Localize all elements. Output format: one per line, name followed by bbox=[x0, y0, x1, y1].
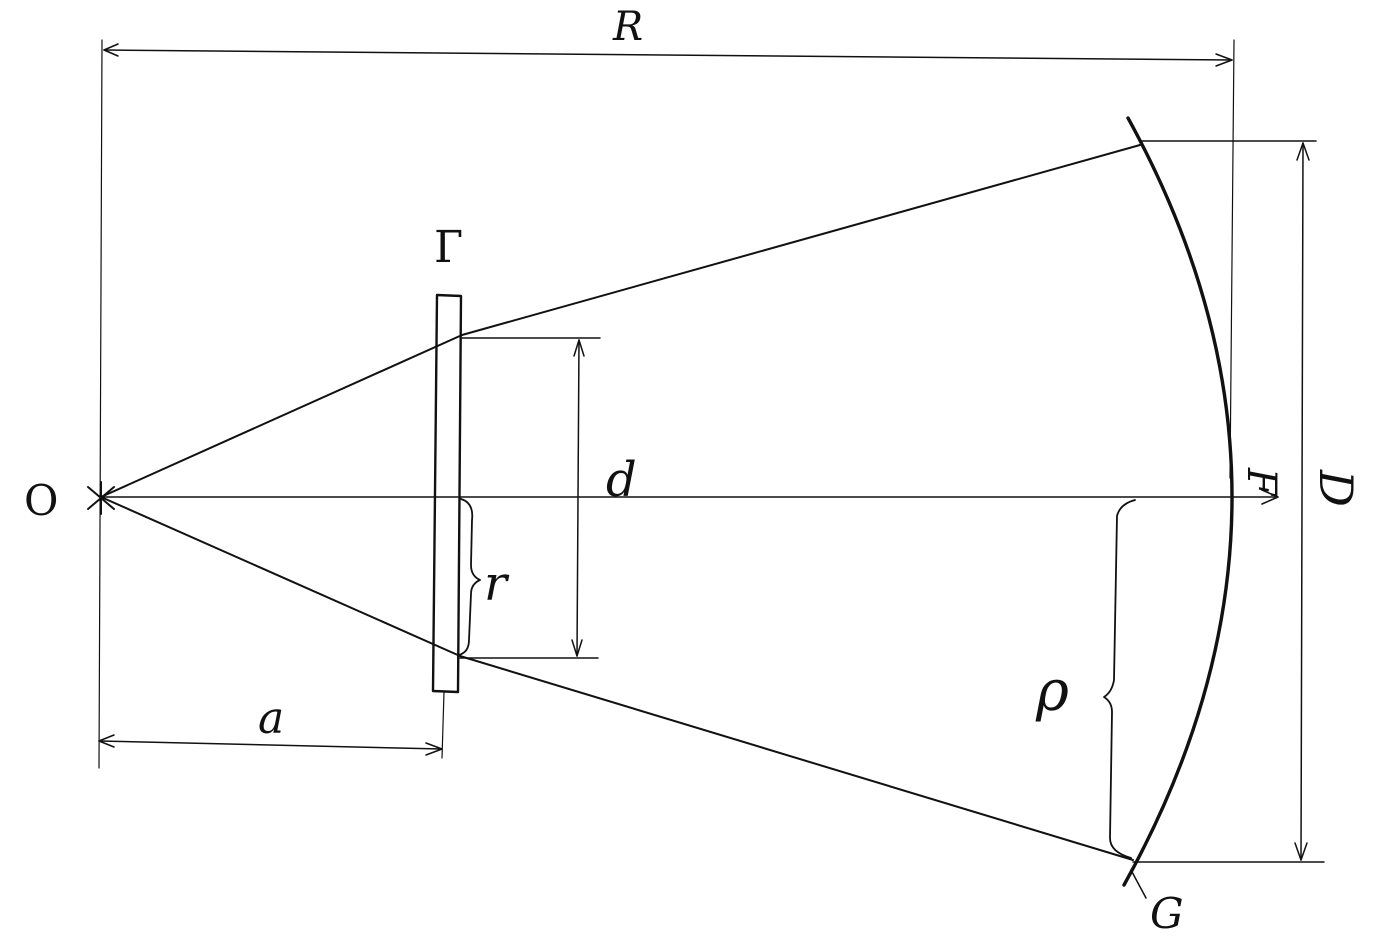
label-screen-far: R bbox=[612, 4, 643, 50]
screen-arc bbox=[1122, 116, 1234, 887]
ray-upper-to-arc bbox=[461, 144, 1141, 336]
ray-lower-to-filter bbox=[100, 496, 461, 657]
dimension-line-a bbox=[98, 740, 443, 750]
dimension-arrow-a-right bbox=[425, 742, 443, 756]
dimension-arrow-a-left bbox=[98, 734, 115, 748]
axis-arrowhead bbox=[1261, 489, 1279, 505]
label-filter: Г bbox=[434, 222, 463, 273]
filter-reference-line bbox=[441, 691, 445, 759]
label-arc-end: G bbox=[1150, 889, 1184, 938]
label-arc-span: D bbox=[1309, 469, 1363, 507]
dimension-arrow-D-top bbox=[1296, 142, 1310, 161]
brace-r bbox=[458, 498, 481, 656]
dimension-line-D bbox=[1300, 142, 1304, 861]
brace-rho bbox=[1103, 499, 1136, 859]
dimension-arrow-r-left bbox=[103, 43, 119, 57]
right-reference-line bbox=[1229, 39, 1235, 479]
dimension-arrow-d-top bbox=[573, 339, 585, 357]
label-distance-a: a bbox=[258, 693, 284, 744]
source-reference-line bbox=[98, 39, 103, 769]
label-half-aperture: r bbox=[484, 556, 510, 612]
ray-lower-to-arc bbox=[459, 655, 1134, 861]
dimension-arrow-d-bottom bbox=[571, 639, 583, 657]
label-source: O bbox=[24, 476, 58, 525]
label-focus: F bbox=[1238, 467, 1284, 497]
filter-plate bbox=[431, 293, 463, 694]
dimension-line-d bbox=[576, 339, 580, 657]
ray-upper-to-filter bbox=[100, 334, 463, 498]
dimension-arrow-D-bottom bbox=[1294, 842, 1308, 861]
arc-end-tick bbox=[1130, 869, 1147, 899]
label-aperture: d bbox=[606, 452, 637, 508]
dimension-line-r-big bbox=[103, 49, 1233, 61]
label-arc-radius: ρ bbox=[1035, 659, 1069, 724]
dimension-arrow-r-right bbox=[1215, 53, 1233, 67]
